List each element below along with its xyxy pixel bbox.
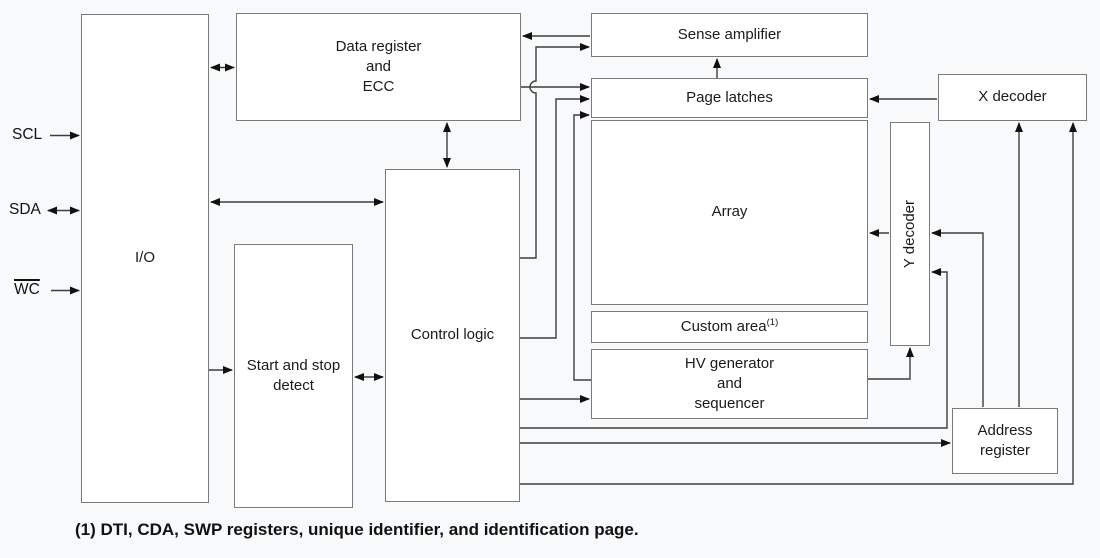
block-array-label: Array xyxy=(711,203,748,221)
footnote: (1) DTI, CDA, SWP registers, unique iden… xyxy=(75,520,639,539)
block-io: I/O xyxy=(81,14,209,503)
block-sense-amplifier: Sense amplifier xyxy=(591,13,868,57)
custom-area-footnote-ref: (1) xyxy=(766,316,779,328)
wire-hv-generator-to-page-latches xyxy=(573,111,591,381)
block-start-stop-detect-label: Start and stop detect xyxy=(246,356,341,394)
block-custom-area-label: Custom area(1) xyxy=(681,317,779,337)
block-io-label: I/O xyxy=(134,249,155,267)
wire-address-register-to-y-decoder xyxy=(931,229,984,407)
block-custom-area: Custom area(1) xyxy=(591,311,868,343)
block-address-register: Address register xyxy=(952,408,1058,474)
block-address-register-label: Address register xyxy=(977,421,1033,459)
block-y-decoder: Y decoder xyxy=(890,122,930,346)
block-control-logic: Control logic xyxy=(385,169,520,502)
block-data-register-ecc: Data register and ECC xyxy=(236,13,521,121)
block-hv-generator-sequencer-label: HV generator and sequencer xyxy=(684,354,775,413)
block-sense-amplifier-label: Sense amplifier xyxy=(677,25,782,43)
signal-wc-label: WC xyxy=(14,281,40,298)
signal-sda-label: SDA xyxy=(9,201,41,218)
wire-control-logic-to-page-latches xyxy=(520,95,590,339)
block-array: Array xyxy=(591,120,868,305)
block-y-decoder-label: Y decoder xyxy=(900,199,918,269)
block-page-latches: Page latches xyxy=(591,78,868,118)
wire-control-logic-to-sense-amplifier xyxy=(520,43,590,259)
block-start-stop-detect: Start and stop detect xyxy=(234,244,353,508)
block-data-register-ecc-label: Data register and ECC xyxy=(335,37,422,96)
block-x-decoder-label: X decoder xyxy=(978,88,1047,106)
block-x-decoder: X decoder xyxy=(938,74,1087,121)
block-control-logic-label: Control logic xyxy=(410,326,495,344)
block-page-latches-label: Page latches xyxy=(686,88,773,106)
wire-hv-generator-to-y-decoder xyxy=(868,347,914,380)
block-hv-generator-sequencer: HV generator and sequencer xyxy=(591,349,868,419)
signal-scl-label: SCL xyxy=(12,126,43,143)
custom-area-text: Custom area xyxy=(680,317,767,335)
